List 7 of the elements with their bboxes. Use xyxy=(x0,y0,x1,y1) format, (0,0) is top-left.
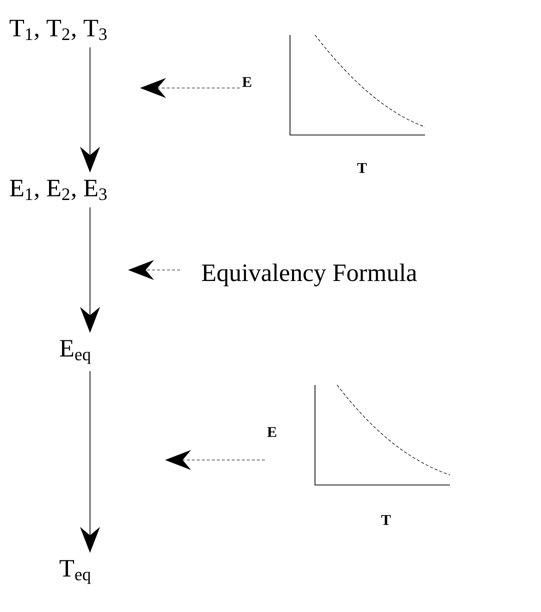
graph-drawing: E T xyxy=(267,384,450,525)
node-text: T$_{eq}$ xyxy=(60,560,91,584)
node-text: E$_{1}$, E$_{2}$, E$_{3}$ xyxy=(10,180,107,200)
graph-drawing: E T xyxy=(242,34,426,173)
node-text: Equivalency Formula xyxy=(202,264,417,286)
node-text: E$_{eq}$ xyxy=(60,340,91,364)
node-text: T$_{1}$, T$_{2}$, T$_{3}$ xyxy=(10,20,107,40)
